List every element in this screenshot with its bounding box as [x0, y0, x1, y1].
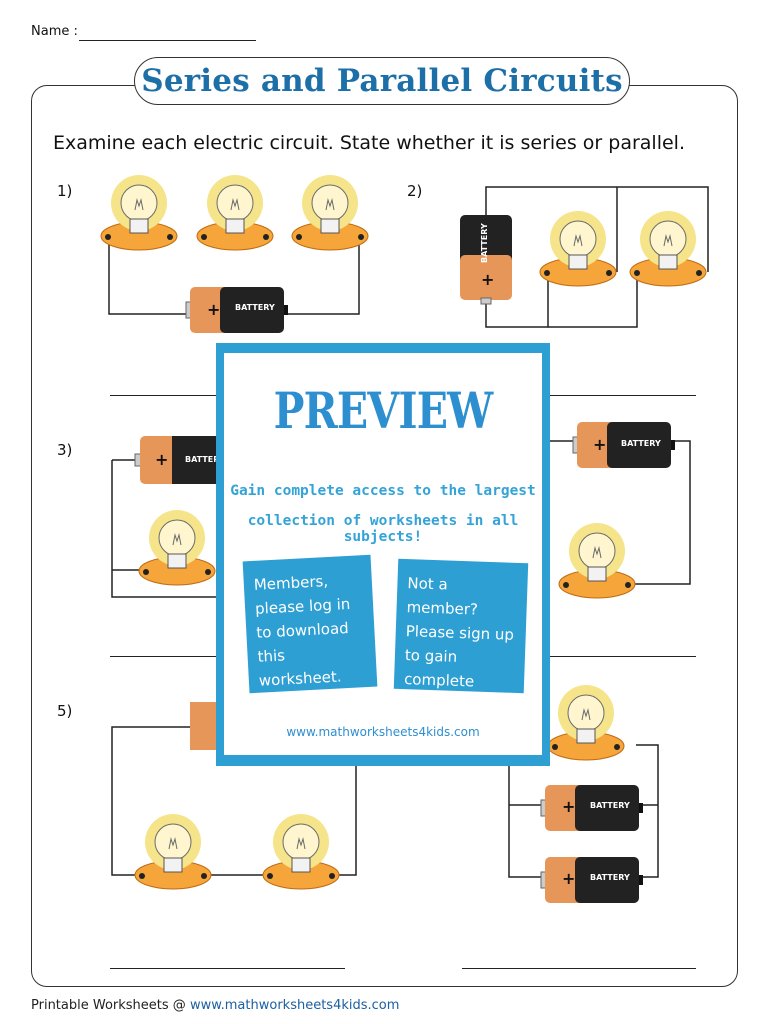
footer-prefix: Printable Worksheets @	[31, 998, 186, 1013]
battery-plus: +	[481, 270, 495, 289]
battery-plus: +	[562, 797, 576, 816]
worksheet-title: Series and Parallel Circuits	[141, 63, 623, 99]
preview-overlay: PREVIEW Gain complete access to the larg…	[216, 343, 550, 766]
battery-label: BATTERY	[590, 801, 630, 810]
preview-heading: PREVIEW	[273, 381, 494, 440]
circuit-3	[111, 436, 216, 598]
answer-line-4[interactable]	[550, 656, 696, 657]
bulb-icon	[291, 174, 369, 251]
instructions: Examine each electric circuit. State whe…	[53, 132, 685, 154]
answer-line-3[interactable]	[110, 656, 220, 657]
question-number-5: 5)	[57, 702, 73, 720]
preview-tagline-1: Gain complete access to the largest	[230, 483, 536, 499]
question-number-1: 1)	[57, 182, 73, 200]
bulb-icon	[134, 813, 212, 890]
title-banner: Series and Parallel Circuits	[134, 57, 630, 105]
preview-site-link[interactable]: www.mathworksheets4kids.com	[286, 725, 480, 739]
battery-label: BATTERY	[621, 439, 661, 448]
footer-url[interactable]: www.mathworksheets4kids.com	[189, 998, 400, 1013]
footer: Printable Worksheets @ www.mathworksheet…	[31, 998, 399, 1013]
bulb-icon	[138, 509, 216, 586]
answer-line-6[interactable]	[462, 968, 696, 969]
battery-plus: +	[562, 869, 576, 888]
preview-tagline-2: collection of worksheets in all subjects…	[247, 513, 519, 545]
circuit-4	[550, 421, 691, 599]
question-number-2: 2)	[407, 182, 423, 200]
bulb-icon	[262, 813, 340, 890]
signup-card[interactable]: Not a member? Please sign up to gain com…	[393, 558, 529, 714]
circuit-6	[508, 684, 659, 904]
battery-plus: +	[593, 435, 607, 454]
battery-plus: +	[155, 450, 169, 469]
members-login-card[interactable]: Members, please log in to download this …	[242, 554, 378, 694]
name-label: Name :	[31, 24, 78, 39]
bulb-icon	[196, 174, 274, 251]
name-input-line[interactable]	[79, 40, 256, 41]
bulb-icon	[547, 684, 625, 761]
battery-label: BATTERY	[590, 873, 630, 882]
preview-panel: PREVIEW Gain complete access to the larg…	[224, 353, 542, 755]
circuit-2	[460, 186, 709, 328]
circuit-5	[111, 702, 357, 890]
circuit-1	[100, 174, 369, 334]
answer-line-5[interactable]	[110, 968, 345, 969]
battery-plus: +	[207, 300, 221, 319]
bulb-icon	[558, 522, 636, 599]
battery-label: BATTERY	[235, 303, 275, 312]
answer-line-2[interactable]	[550, 395, 696, 396]
bulb-icon	[100, 174, 178, 251]
bulb-icon	[629, 210, 707, 287]
battery-label: BATTERY	[185, 455, 225, 464]
question-number-3: 3)	[57, 441, 73, 459]
battery-label: BATTERY	[480, 223, 489, 263]
bulb-icon	[539, 210, 617, 287]
answer-line-1[interactable]	[110, 395, 220, 396]
